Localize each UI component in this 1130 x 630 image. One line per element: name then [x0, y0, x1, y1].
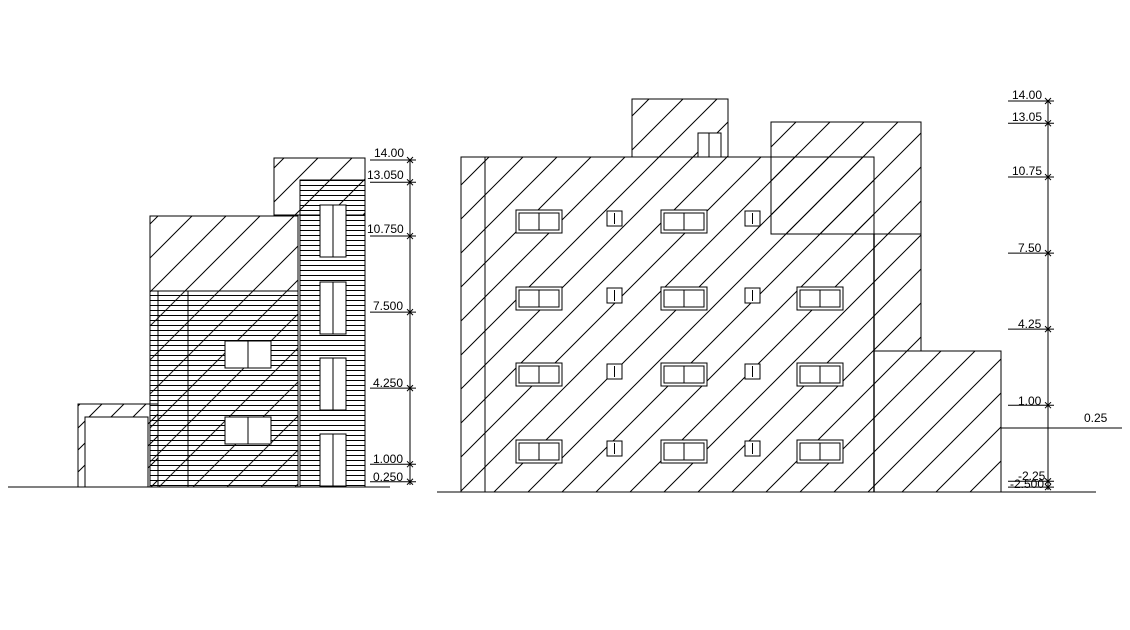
- right-small-window: [744, 363, 761, 380]
- right-windows: [515, 209, 844, 464]
- right-level-tick: [1008, 401, 1054, 409]
- right-small-window: [606, 287, 623, 304]
- right-window: [796, 286, 844, 311]
- right-level-tick: [1008, 483, 1054, 491]
- right-window: [515, 286, 563, 311]
- left-elevation: 14.00 13.050 10.750 7.500 4.250 1.000 0.…: [8, 146, 416, 488]
- left-level-tick: [370, 460, 416, 468]
- right-small-window: [606, 440, 623, 457]
- left-level-labels: 14.00 13.050 10.750 7.500 4.250 1.000 0.…: [367, 146, 404, 484]
- right-level-tick: [1008, 119, 1054, 127]
- right-level-tick: [1008, 477, 1054, 485]
- right-window: [796, 362, 844, 387]
- left-level-tick: [370, 178, 416, 186]
- right-window: [660, 209, 708, 234]
- right-level-labels: 14.00 13.05 10.75 7.50 4.25 1.00 -2.25 -…: [1010, 88, 1108, 491]
- left-tower-windows: [319, 204, 347, 487]
- left-level-label: 7.500: [373, 299, 403, 313]
- left-level-label: 4.250: [373, 376, 403, 390]
- right-small-window: [744, 210, 761, 227]
- left-level-tick: [370, 156, 416, 164]
- right-level-tick: [1008, 97, 1054, 105]
- left-level-label: 14.00: [374, 146, 404, 160]
- left-level-tick: [370, 478, 416, 486]
- right-level-label: 10.75: [1012, 164, 1042, 178]
- right-window: [660, 439, 708, 464]
- right-level-label: 14.00: [1012, 88, 1042, 102]
- left-body-windows: [224, 340, 272, 445]
- right-window: [515, 439, 563, 464]
- right-side-level-label: 0.25: [1084, 411, 1108, 425]
- right-level-tick: [1008, 173, 1054, 181]
- right-level-label: 13.05: [1012, 110, 1042, 124]
- left-upper-block: [149, 215, 299, 292]
- right-window: [515, 362, 563, 387]
- left-level-label: 0.250: [373, 470, 403, 484]
- right-level-label: -2.500: [1010, 477, 1044, 491]
- left-main-body-diag: [150, 291, 298, 487]
- right-window: [660, 286, 708, 311]
- right-small-window: [606, 363, 623, 380]
- left-level-tick: [370, 384, 416, 392]
- right-level-label: 7.50: [1018, 241, 1042, 255]
- left-level-label: 13.050: [367, 168, 404, 182]
- right-middle-side-block: [873, 233, 922, 352]
- right-window: [660, 362, 708, 387]
- left-level-label: 1.000: [373, 452, 403, 466]
- right-level-tick: [1008, 325, 1054, 333]
- left-level-tick: [370, 308, 416, 316]
- left-level-label: 10.750: [367, 222, 404, 236]
- right-level-label: 1.00: [1018, 394, 1042, 408]
- right-small-window: [606, 210, 623, 227]
- left-level-tick: [370, 232, 416, 240]
- right-elevation: 14.00 13.05 10.75 7.50 4.25 1.00 -2.25 -…: [437, 88, 1122, 493]
- right-small-window: [744, 440, 761, 457]
- right-lower-annex: [873, 350, 1002, 493]
- right-small-window: [744, 287, 761, 304]
- right-upper-side-block: [770, 121, 922, 235]
- right-level-tick: [1008, 249, 1054, 257]
- right-window: [796, 439, 844, 464]
- right-level-label: -2.25: [1018, 469, 1046, 483]
- right-window: [515, 209, 563, 234]
- right-level-label: 4.25: [1018, 317, 1042, 331]
- left-porch-door: [84, 416, 149, 488]
